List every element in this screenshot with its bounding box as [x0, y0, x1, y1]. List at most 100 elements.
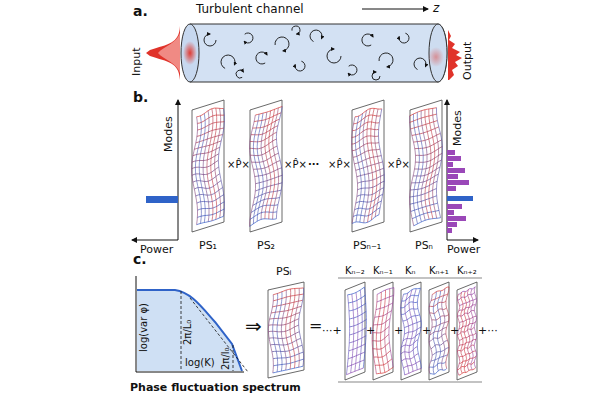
- propagator-symbol: ×P̂×: [328, 160, 351, 170]
- propagator-symbol: ×P̂×: [227, 160, 250, 170]
- screen-mesh-line: [351, 294, 354, 373]
- output-profile: [448, 30, 462, 80]
- ellipsis: ···: [308, 160, 319, 170]
- screen-mesh-line: [299, 288, 304, 366]
- propagator-symbol: ×P̂×: [284, 160, 307, 170]
- panel-letter: a.: [133, 4, 148, 18]
- turbulence-swirl: [310, 30, 322, 41]
- screen-mesh-line: [421, 111, 427, 221]
- screen-mesh-line: [433, 292, 436, 375]
- input-power-bar: [146, 196, 178, 203]
- axis-label: Modes: [163, 116, 174, 152]
- screen-mesh-line: [257, 113, 263, 221]
- screen-frame: [401, 282, 421, 380]
- screen-frame: [192, 100, 224, 232]
- screen-frame: [410, 100, 442, 232]
- mode-power-bar: [447, 228, 452, 233]
- panel-letter: c.: [133, 252, 147, 266]
- implies-symbol: ⇒: [245, 316, 262, 336]
- outer-scale-line: [181, 291, 182, 371]
- phase-screen: [250, 100, 283, 232]
- screen-mesh-line: [265, 111, 271, 219]
- plus-sign: +: [450, 325, 459, 336]
- screen-mesh-line: [347, 295, 350, 375]
- power-axis: [132, 240, 178, 241]
- turbulence-swirl: [379, 53, 393, 67]
- output-label: Output: [462, 42, 473, 80]
- axis-label: log(var φ): [139, 303, 149, 352]
- screen-mesh-line: [215, 108, 221, 217]
- inner-scale-line: [233, 345, 234, 371]
- screen-mesh-line: [261, 112, 267, 219]
- screen-mesh-line: [253, 114, 259, 224]
- plus-sign: +: [366, 325, 375, 336]
- screen-mesh-line: [355, 116, 361, 222]
- turbulence-swirl: [275, 37, 289, 51]
- mode-power-bar: [447, 216, 466, 221]
- screen-mesh-line: [363, 287, 366, 368]
- screen-frame: [345, 282, 365, 380]
- turbulence-swirl: [414, 58, 426, 69]
- input-profile-inner: [158, 33, 180, 73]
- screen-mesh-line: [273, 108, 279, 219]
- channel-exit-face: [429, 24, 447, 82]
- screen-mesh-line: [457, 327, 474, 335]
- phase-screens-c: [268, 282, 477, 380]
- screen-label: PS₁: [199, 240, 217, 251]
- turbulence-swirl: [295, 61, 305, 71]
- mode-power-bar: [447, 162, 453, 167]
- turbulence-swirl: [399, 33, 409, 43]
- screen-mesh-line: [429, 109, 435, 219]
- screen-mesh-line: [446, 287, 449, 369]
- spectrum-y-axis: [136, 276, 137, 372]
- screen-mesh-line: [269, 109, 275, 219]
- mode-label: Kₙ: [405, 266, 416, 276]
- screen-label: PSₙ: [415, 240, 433, 251]
- input-beam-spot: [183, 41, 197, 65]
- spectrum-x-axis: [136, 372, 244, 373]
- screen-mesh-line: [405, 293, 409, 373]
- screen-mesh-line: [430, 369, 447, 375]
- screen-mesh-line: [207, 109, 213, 221]
- turbulence-swirls: [204, 26, 426, 80]
- screen-mesh-line: [250, 115, 256, 226]
- phase-screen: [268, 282, 304, 378]
- phase-screen: [410, 100, 443, 232]
- turbulence-swirl: [236, 70, 243, 78]
- screen-label: PSᵢ: [276, 266, 292, 277]
- turbulence-swirl: [348, 65, 357, 75]
- phase-screen: [401, 282, 422, 380]
- scale-label: 2π/L₀: [183, 320, 193, 345]
- screen-label: PS₂: [257, 240, 275, 251]
- screen-label: PSₙ₋₁: [353, 240, 381, 251]
- screen-frame: [268, 282, 304, 378]
- turbulence-swirl: [327, 49, 341, 63]
- mode-power-bar: [447, 180, 469, 185]
- screen-mesh-line: [459, 305, 476, 311]
- screen-mesh-line: [195, 116, 201, 224]
- plus-sign: ···+: [322, 325, 342, 336]
- screen-mesh-line: [468, 289, 470, 370]
- screen-mesh-line: [404, 288, 421, 294]
- screen-mesh-line: [458, 287, 475, 295]
- screen-mesh-line: [211, 108, 217, 219]
- screen-mesh-line: [471, 289, 473, 370]
- mode-power-bar: [447, 168, 465, 173]
- channel-entry-face: [181, 24, 199, 82]
- turbulence-swirl: [244, 33, 253, 43]
- z-axis-arrow: [362, 9, 428, 10]
- channel-title: Turbulent channel: [196, 3, 304, 15]
- screen-mesh-line: [413, 289, 417, 370]
- screen-mesh-line: [379, 109, 385, 215]
- phase-screens-b: [192, 100, 443, 232]
- screen-mesh-line: [276, 107, 282, 219]
- modes-axis: [178, 100, 179, 240]
- screen-mesh-line: [413, 114, 419, 224]
- screen-frame: [457, 282, 477, 380]
- screen-frame: [250, 100, 282, 232]
- screen-mesh-line: [218, 109, 224, 217]
- screen-mesh-line: [371, 108, 377, 220]
- turbulence-swirl: [256, 52, 267, 64]
- phase-screen: [345, 282, 366, 380]
